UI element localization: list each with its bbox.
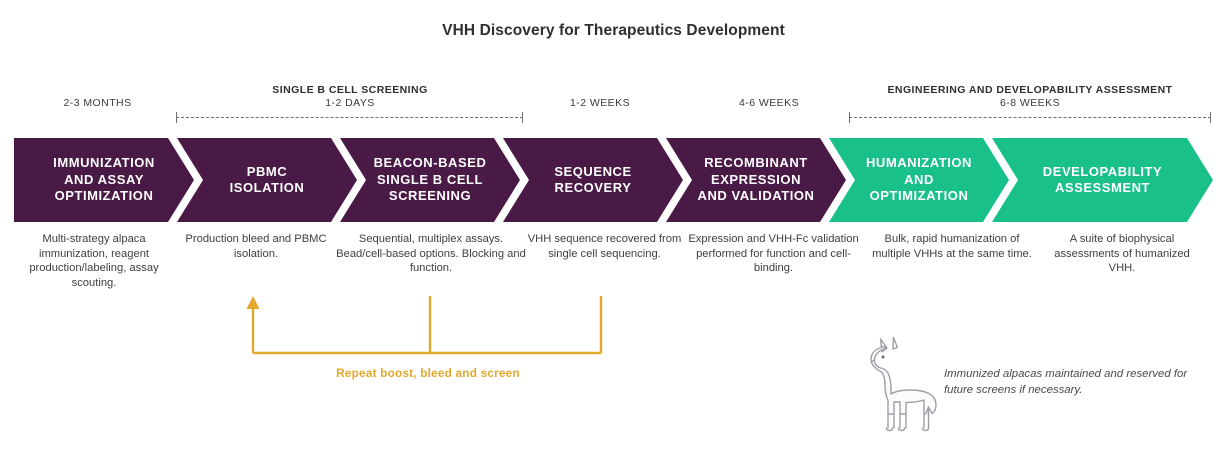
- timeline-label-3: 4-6 WEEKS: [675, 97, 863, 110]
- stage-description-5: Bulk, rapid humanization of multiple VHH…: [872, 233, 1032, 260]
- bracket-cap-left: [176, 112, 177, 123]
- stage-description-3: VHH sequence recovered from single cell …: [527, 233, 682, 260]
- timeline-label-2: 1-2 WEEKS: [505, 97, 695, 110]
- timeline-duration-1: 1-2 DAYS: [325, 97, 375, 109]
- feedback-loop-label: Repeat boost, bleed and screen: [336, 366, 520, 380]
- timeline-label-0: 2-3 MONTHS: [0, 97, 195, 110]
- timeline-duration-0: 2-3 MONTHS: [63, 97, 132, 109]
- timeline-group-1: SINGLE B CELL SCREENING: [272, 84, 428, 96]
- bracket-cap-left: [849, 112, 850, 123]
- stage-description-2: Sequential, multiplex assays. Bead/cell-…: [336, 233, 526, 275]
- timeline-bracket-1: [176, 112, 523, 123]
- timeline-label-1: SINGLE B CELL SCREENING 1-2 DAYS: [175, 84, 525, 110]
- alpaca-footnote-text: Immunized alpacas maintained and reserve…: [944, 368, 1188, 396]
- timeline-duration-2: 1-2 WEEKS: [569, 97, 631, 109]
- stage-description-6: A suite of biophysical assessments of hu…: [1054, 233, 1190, 275]
- timeline-duration-4: 6-8 WEEKS: [999, 97, 1061, 109]
- stage-description-0: Multi-strategy alpaca immunization, reag…: [29, 233, 159, 289]
- timeline-bracket-4: [849, 112, 1211, 123]
- timeline-label-4: ENGINEERING AND DEVELOPABILITY ASSESSMEN…: [845, 84, 1215, 110]
- loop-arrow-head: [246, 296, 260, 309]
- stage-description-1: Production bleed and PBMC isolation.: [185, 233, 327, 260]
- page-title: VHH Discovery for Therapeutics Developme…: [442, 22, 785, 39]
- bracket-cap-right: [522, 112, 523, 123]
- bracket-cap-right: [1210, 112, 1211, 123]
- bracket-line: [849, 117, 1211, 118]
- alpaca-icon: [870, 336, 937, 432]
- timeline-group-4: ENGINEERING AND DEVELOPABILITY ASSESSMEN…: [887, 84, 1173, 96]
- timeline-duration-3: 4-6 WEEKS: [738, 97, 800, 109]
- bracket-line: [176, 117, 523, 118]
- stage-description-4: Expression and VHH-Fc validation perform…: [688, 233, 859, 275]
